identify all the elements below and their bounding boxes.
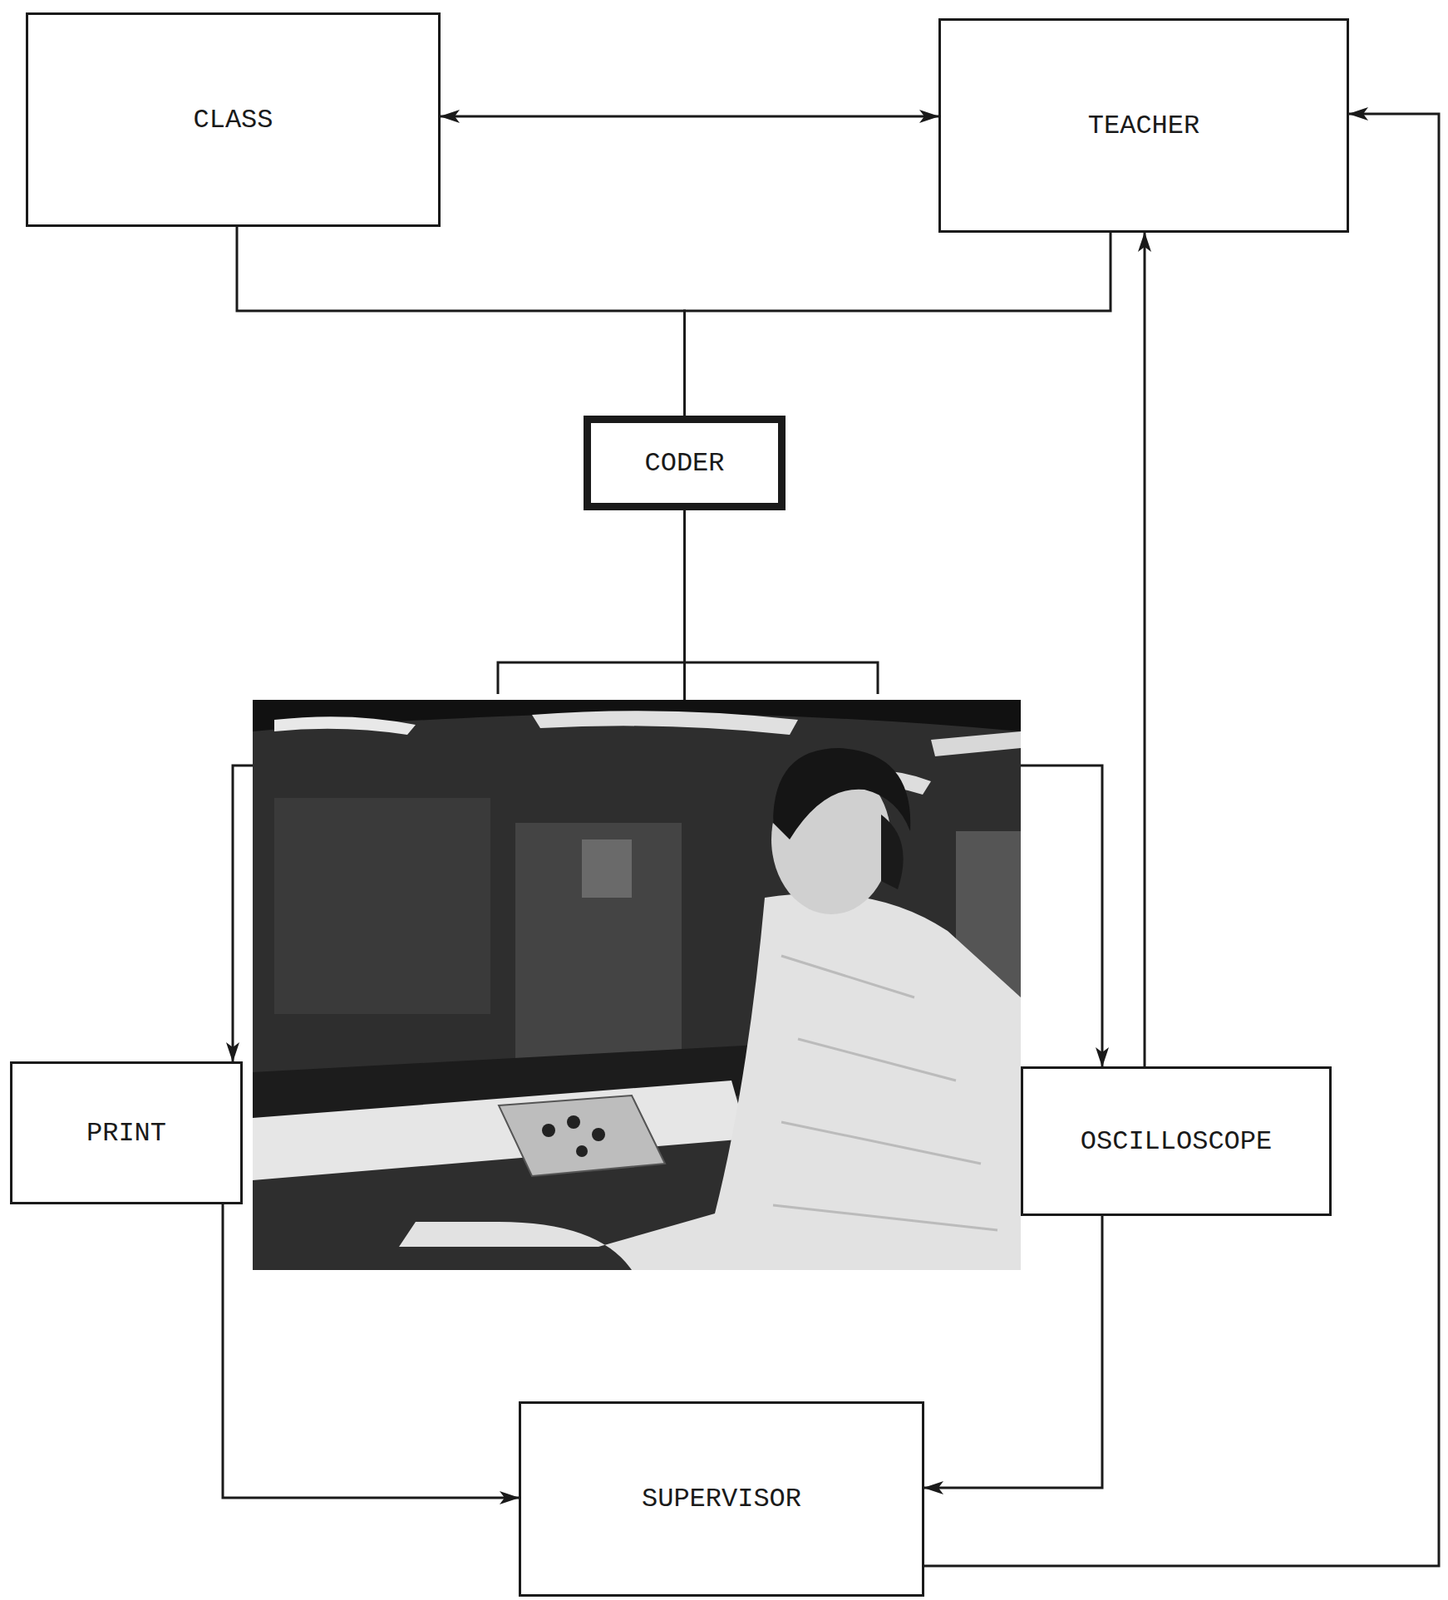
box-label: OSCILLOSCOPE [1080,1126,1272,1158]
connector-arrow [440,115,939,119]
shirt [398,893,1021,1271]
box-label: TEACHER [1088,110,1200,142]
process-box: TEACHER [938,18,1350,233]
panel [581,839,632,898]
control-panel [498,1095,665,1177]
box-label: SUPERVISOR [641,1483,802,1515]
bracket [497,662,878,695]
desk-top [252,1080,749,1181]
coder-box: CODER [583,415,786,511]
process-box: OSCILLOSCOPE [1020,1066,1332,1217]
connector-arrow [1143,232,1147,1067]
operator-photo [252,699,1021,1271]
box-label: CODER [644,448,724,479]
ceiling-light [274,716,416,735]
ceiling-light [531,710,798,735]
knob [591,1127,606,1142]
process-box: CLASS [25,12,441,227]
process-box: PRINT [9,1061,243,1205]
connector-arrow [684,232,1112,416]
knob [541,1123,556,1138]
connector-arrow [924,113,1439,1567]
cabinet [274,797,491,1015]
photo-ground [252,699,1021,1271]
knob [566,1115,581,1129]
process-box: SUPERVISOR [518,1401,925,1597]
box-label: PRINT [86,1118,167,1149]
knob [576,1145,588,1158]
hair [881,814,904,890]
cabinet [515,822,682,1073]
connector-arrow [236,226,685,416]
shirt-folds [773,955,998,1231]
box-label: CLASS [192,104,273,136]
ceiling-light [930,731,1021,757]
